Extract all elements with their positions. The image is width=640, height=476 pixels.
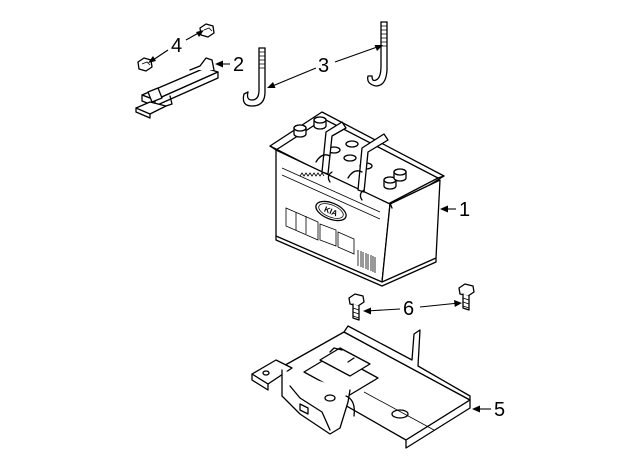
battery-handle-left [321, 121, 347, 175]
battery-handle-right [357, 133, 389, 193]
callout-3: 3 [267, 45, 383, 88]
callout-6-label: 6 [403, 298, 414, 320]
part-5-battery-tray [251, 325, 471, 449]
callout-3-label: 3 [318, 55, 329, 77]
part-6-bolt-right [458, 283, 475, 311]
callout-5: 5 [472, 399, 505, 421]
callout-2: 2 [215, 54, 244, 76]
callout-6: 6 [363, 298, 462, 320]
part-3-j-bolt-right [367, 21, 388, 87]
part-3-j-bolt-left [242, 47, 266, 107]
part-4-nut-right [199, 23, 215, 38]
callout-2-label: 2 [233, 54, 244, 76]
part-2-hold-down-bracket [135, 57, 219, 119]
part-6-bolt-left [348, 293, 365, 321]
callout-4-label: 4 [171, 35, 182, 57]
callout-4: 4 [148, 30, 204, 63]
part-1-battery: KIA [269, 111, 445, 287]
part-4-nut-left [137, 57, 153, 72]
kia-logo [315, 200, 347, 222]
callout-5-label: 5 [494, 399, 505, 421]
callout-1: 1 [440, 199, 470, 221]
callout-1-label: 1 [459, 199, 470, 221]
